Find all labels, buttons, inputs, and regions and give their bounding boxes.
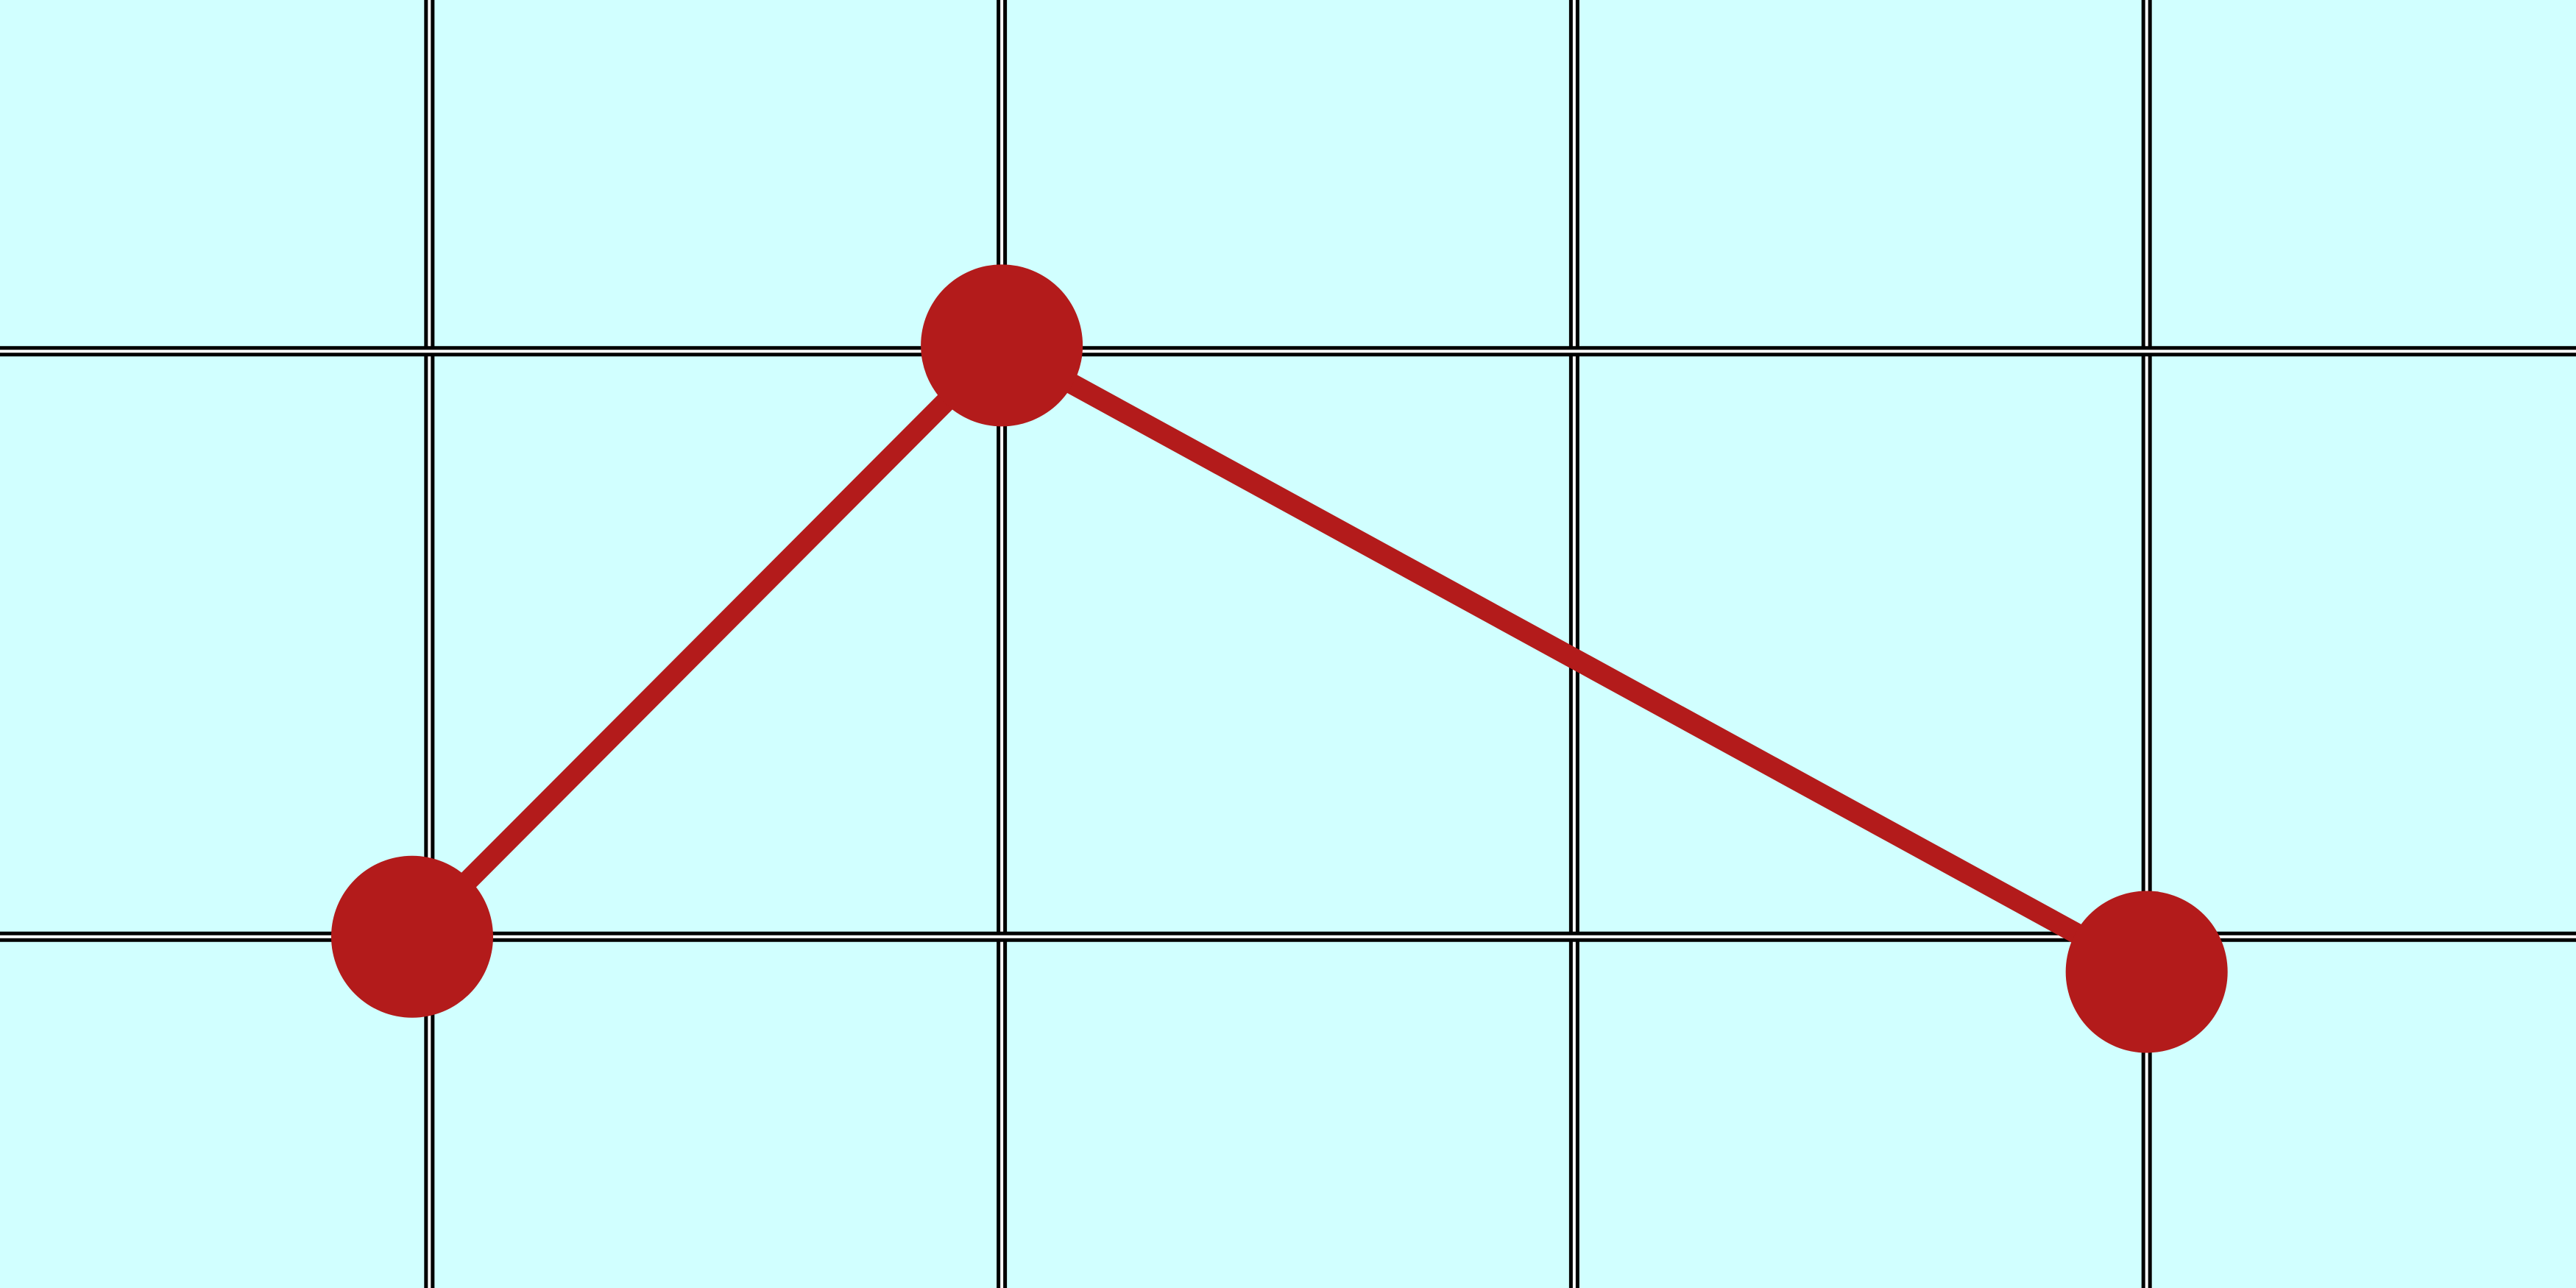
series xyxy=(331,264,2228,1053)
data-point-0-1 xyxy=(921,264,1083,427)
data-point-0-0 xyxy=(331,855,493,1018)
data-point-0-2 xyxy=(2065,891,2228,1053)
